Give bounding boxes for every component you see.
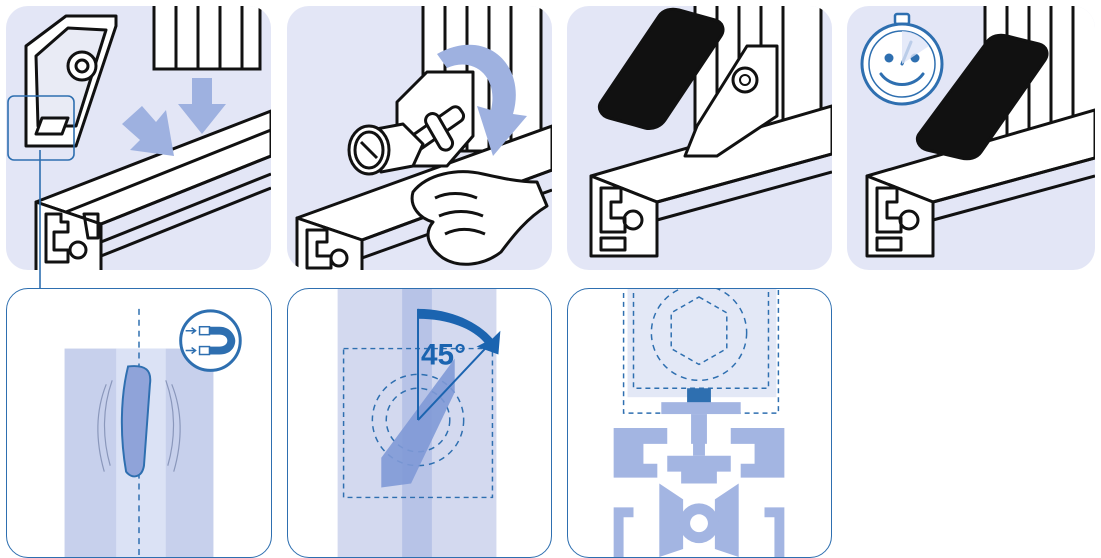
vertical-profile	[154, 6, 260, 69]
angle-label: 45°	[421, 338, 466, 371]
step6-illustration: 45°	[288, 289, 551, 557]
detail-connector-line	[30, 150, 50, 290]
step2-panel	[287, 6, 552, 270]
hand-icon	[412, 172, 547, 265]
diagonal-arrow-icon	[122, 106, 174, 156]
step6-detail-panel: 45°	[287, 288, 552, 558]
down-arrow-icon	[178, 78, 226, 134]
step2-illustration	[287, 6, 552, 270]
step7-illustration	[568, 289, 831, 557]
step5-detail-panel	[6, 288, 272, 558]
step3-panel	[567, 6, 832, 270]
step3-illustration	[567, 6, 832, 270]
step5-illustration	[7, 289, 271, 557]
step7-detail-panel	[567, 288, 832, 558]
step4-illustration	[847, 6, 1095, 270]
magnet-icon	[181, 311, 241, 371]
angle-connector	[26, 16, 116, 146]
step4-panel	[847, 6, 1095, 270]
stopwatch-icon	[862, 14, 942, 104]
